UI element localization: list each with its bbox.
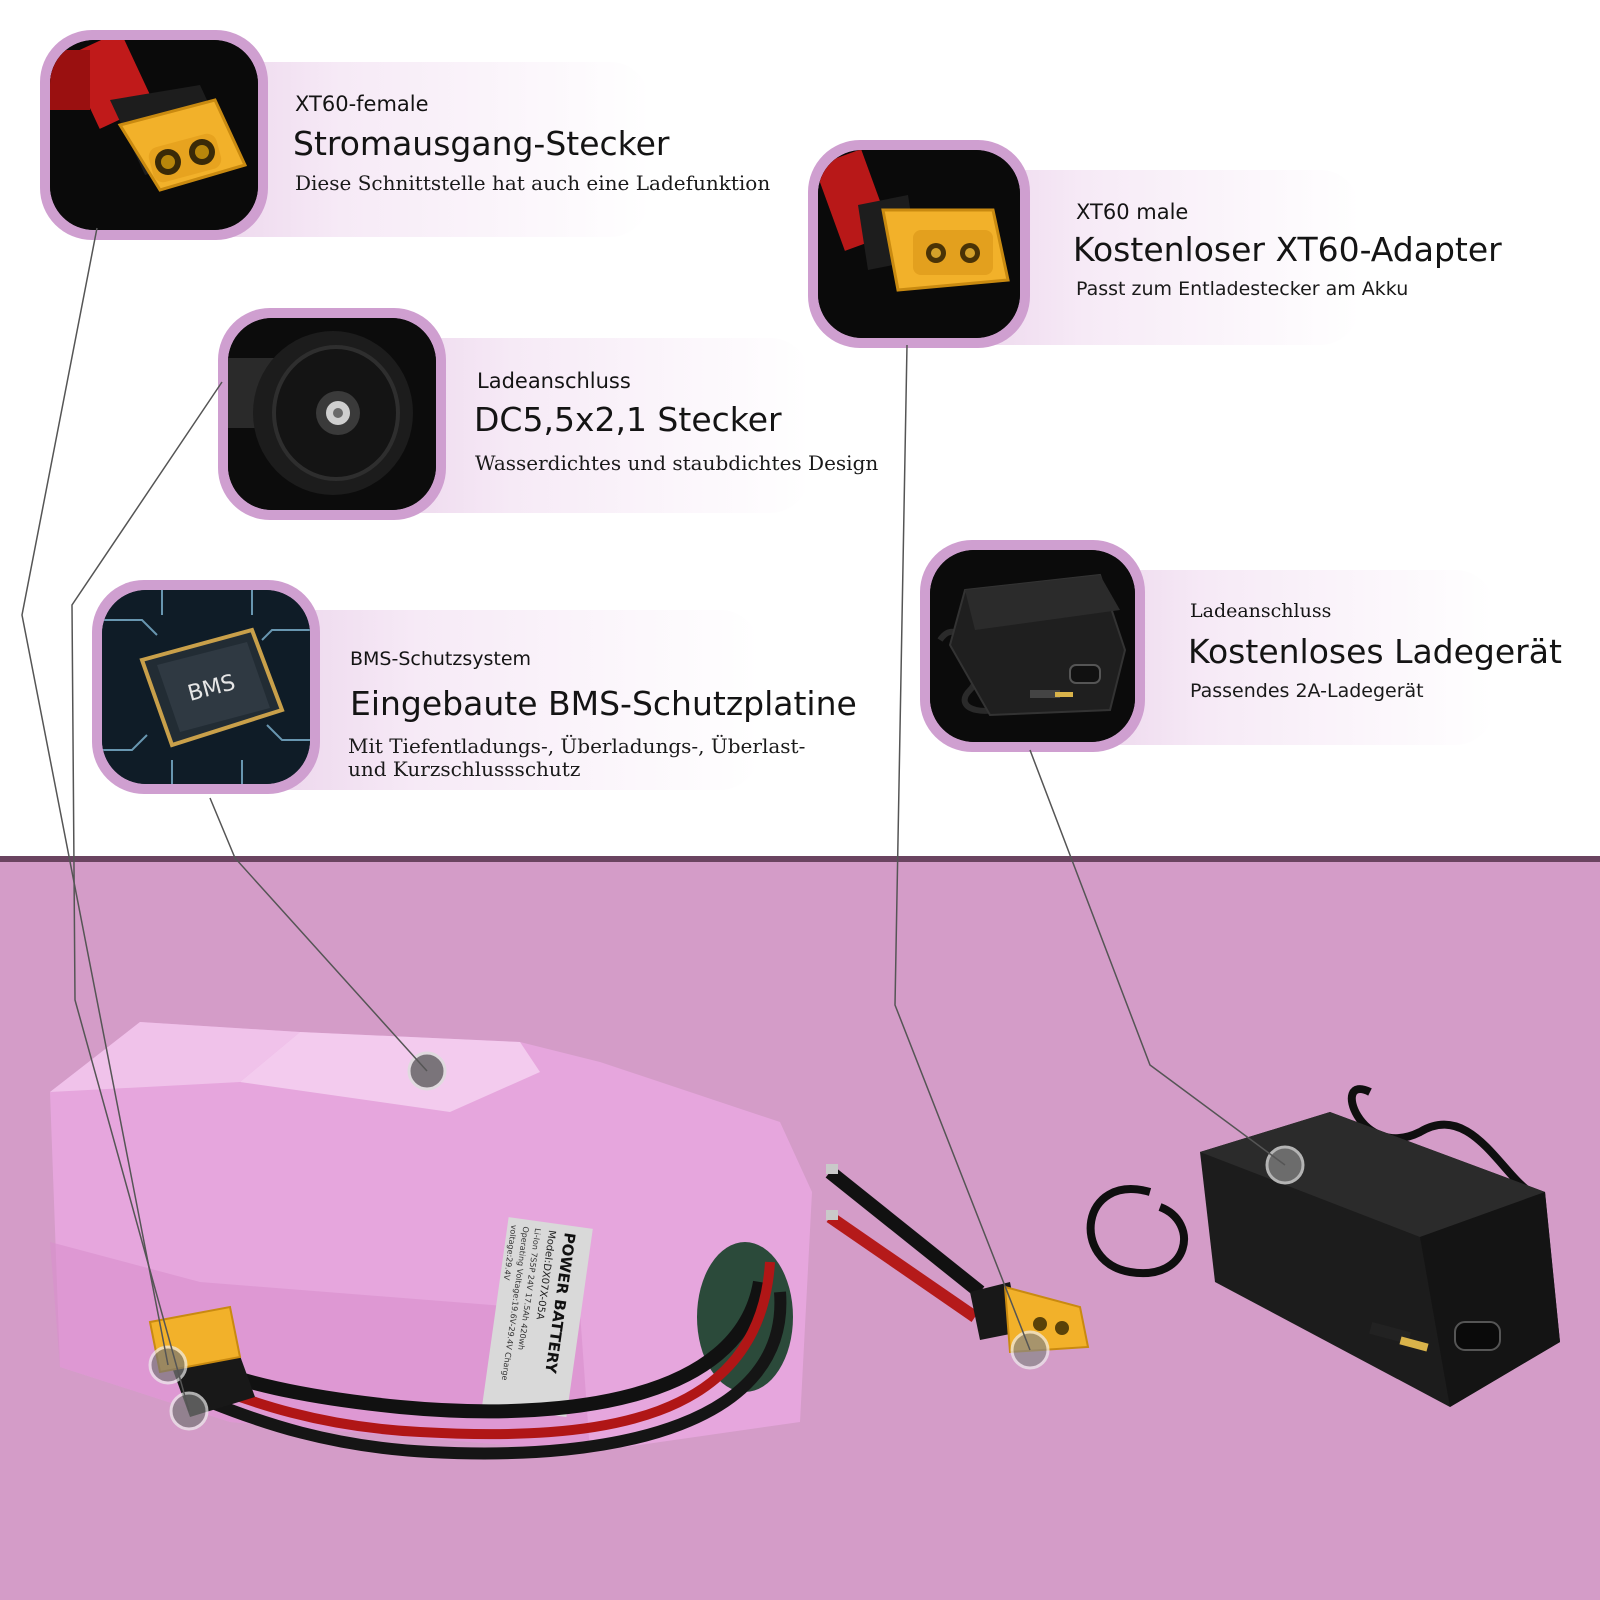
- battery-label-panel: [482, 1217, 593, 1418]
- charger-description: Passendes 2A-Ladegerät: [1190, 680, 1424, 702]
- bms-description-line1: Mit Tiefentladungs-, Überladungs-, Überl…: [348, 734, 806, 758]
- charger-title: Kostenloses Ladegerät: [1188, 632, 1562, 671]
- charger-unit: [1086, 1085, 1560, 1407]
- dc-plug-title: DC5,5x2,1 Stecker: [474, 400, 782, 439]
- dc-plug-thumbnail: [218, 308, 446, 520]
- xt60-adapter: [825, 1164, 1090, 1354]
- band-divider: [0, 856, 1600, 865]
- bms-description-line2: und Kurzschlussschutz: [348, 757, 581, 781]
- dc-plug-subtitle: Ladeanschluss: [477, 369, 631, 393]
- bms-chip-icon: BMS: [102, 590, 310, 784]
- xt60-male-thumbnail: [808, 140, 1030, 348]
- xt60-female-icon: [50, 40, 258, 230]
- bms-subtitle: BMS-Schutzsystem: [350, 648, 532, 670]
- xt60-male-subtitle: XT60 male: [1076, 200, 1189, 224]
- product-scene: POWER BATTERY Model:DX07X-05A Li-Ion 7S5…: [50, 1022, 1560, 1460]
- xt60-male-icon: [818, 150, 1020, 338]
- xt60-female-subtitle: XT60-female: [295, 92, 429, 116]
- charger-subtitle: Ladeanschluss: [1190, 600, 1332, 622]
- xt60-female-thumbnail: [40, 30, 268, 240]
- charger-thumbnail: [920, 540, 1145, 752]
- bms-title: Eingebaute BMS-Schutzplatine: [350, 684, 857, 723]
- xt60-female-description: Diese Schnittstelle hat auch eine Ladefu…: [295, 171, 771, 195]
- dc-plug-description: Wasserdichtes und staubdichtes Design: [475, 451, 879, 475]
- xt60-female-title: Stromausgang-Stecker: [293, 124, 670, 163]
- xt60-male-title: Kostenloser XT60-Adapter: [1073, 230, 1502, 269]
- bms-thumbnail: BMS: [92, 580, 320, 794]
- dc-jack-icon: [228, 318, 436, 510]
- charger-icon: [930, 550, 1135, 742]
- xt60-male-description: Passt zum Entladestecker am Akku: [1076, 278, 1409, 300]
